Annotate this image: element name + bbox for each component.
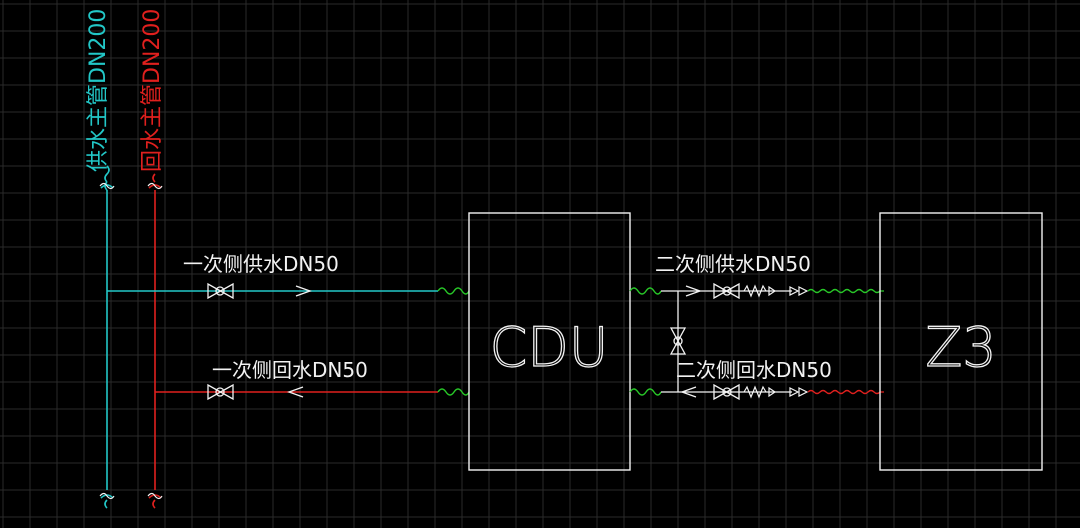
secondary-return-hose [807, 389, 884, 395]
z3-label: Z3 [925, 316, 996, 379]
primary-supply-valve-icon [207, 282, 234, 300]
secondary-supply-flex-joint-icon [629, 287, 662, 295]
main-return-pipe [148, 173, 162, 509]
break-symbols [99, 182, 163, 500]
main-return-label: 回水主管DN200 [140, 9, 165, 172]
secondary-supply-hose [807, 288, 884, 294]
secondary-supply-valve-icon [713, 282, 740, 300]
primary-return-label: 一次侧回水DN50 [212, 358, 368, 382]
secondary-supply-label: 二次侧供水DN50 [655, 252, 811, 276]
secondary-return-filter-icon [743, 385, 777, 399]
z3-box [879, 212, 1043, 471]
primary-return-flex-joint-icon [437, 388, 470, 396]
primary-supply-arrow-icon [295, 285, 312, 297]
primary-return-arrow-icon [287, 386, 304, 398]
cdu-box [468, 212, 631, 471]
primary-supply-label: 一次侧供水DN50 [183, 252, 339, 276]
main-supply-label: 供水主管DN200 [86, 9, 111, 172]
cdu-label: CDU [490, 316, 609, 379]
secondary-return-arrow-icon [680, 386, 697, 398]
secondary-return-label: 二次侧回水DN50 [676, 358, 832, 382]
secondary-return-quick-connector-icon [789, 387, 809, 397]
bypass-valve-icon [669, 327, 687, 355]
secondary-supply-filter-icon [743, 284, 777, 298]
secondary-return-flex-joint-icon [629, 388, 662, 396]
primary-return-valve-icon [207, 383, 234, 401]
secondary-return-valve-icon [713, 383, 740, 401]
primary-supply-flex-joint-icon [437, 287, 470, 295]
main-supply-pipe [100, 165, 114, 509]
secondary-supply-quick-connector-icon [789, 286, 809, 296]
secondary-supply-arrow-icon [685, 285, 702, 297]
